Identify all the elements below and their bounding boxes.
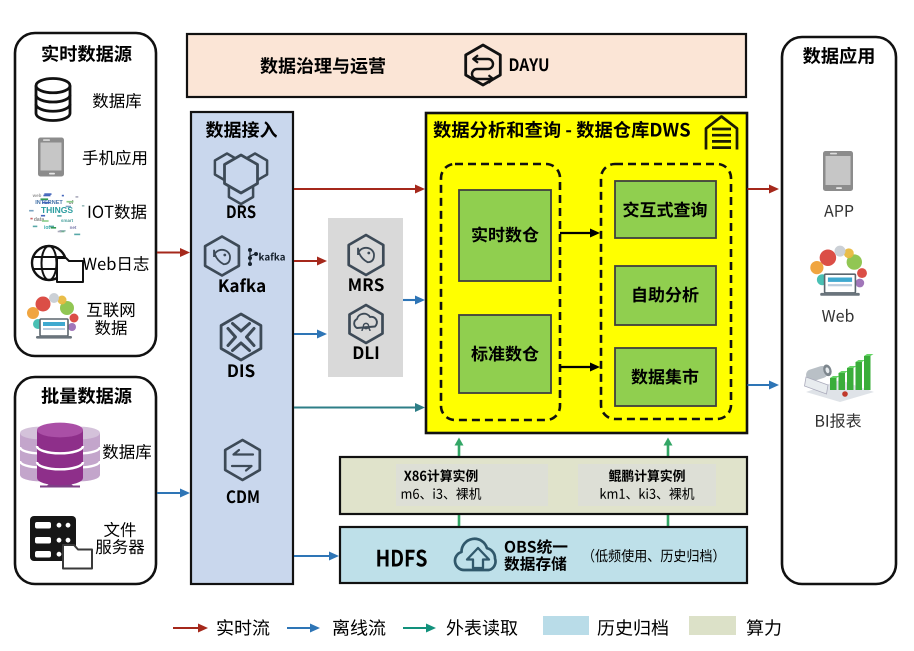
svg-text:iot: iot — [44, 225, 50, 231]
svg-text:THINGS: THINGS — [41, 205, 73, 215]
svg-text:data: data — [34, 217, 45, 223]
svg-text:of: of — [69, 200, 74, 206]
svg-text:web: web — [32, 193, 42, 198]
svg-text:smart: smart — [61, 218, 74, 223]
svg-text:net: net — [70, 225, 77, 230]
